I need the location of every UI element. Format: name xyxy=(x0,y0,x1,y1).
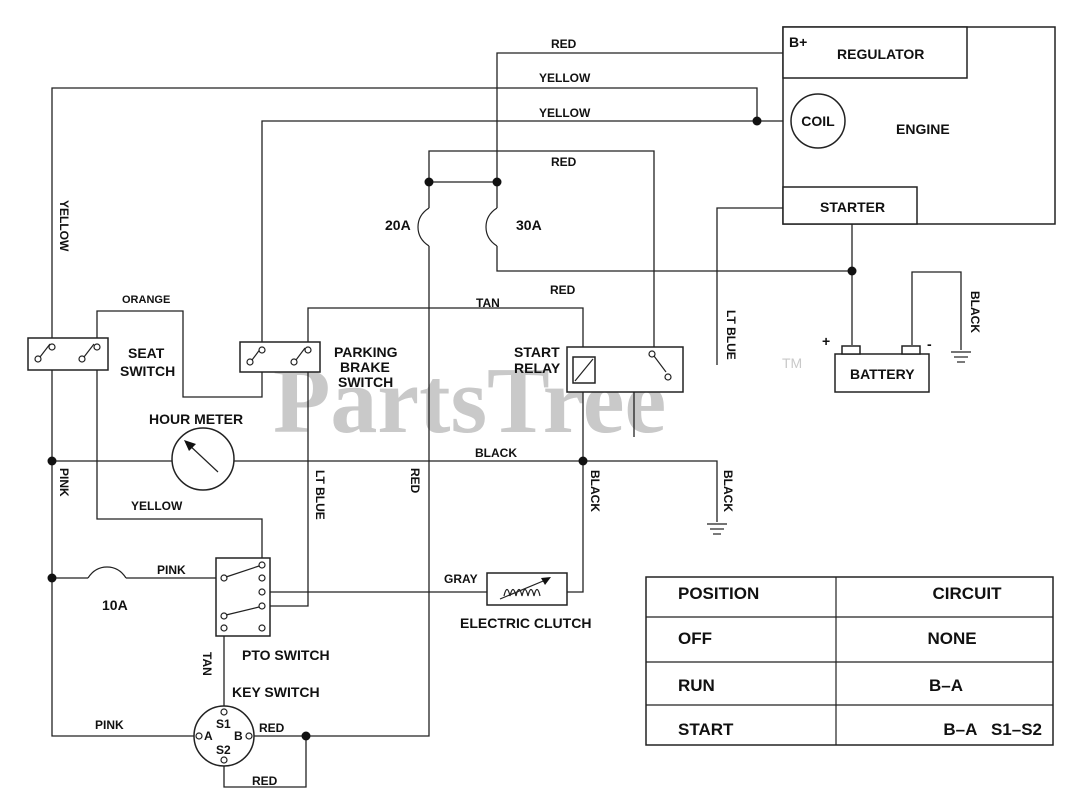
table-cell-start: START xyxy=(678,720,734,739)
key-terminal-s1: S1 xyxy=(216,717,231,731)
fuse-10a-label: 10A xyxy=(102,597,128,613)
wire-ltblue-starter xyxy=(716,207,783,365)
wire-label-red-top: RED xyxy=(551,37,577,51)
wire-pink-left xyxy=(51,370,196,737)
engine-bplus-label: B+ xyxy=(789,34,807,50)
wire-label-gray: GRAY xyxy=(444,572,478,586)
wire-label-black-right: BLACK xyxy=(968,291,982,333)
electric-clutch-label: ELECTRIC CLUTCH xyxy=(460,615,591,631)
engine-block xyxy=(782,26,1056,225)
wire-label-yellow-2: YELLOW xyxy=(539,106,591,120)
wire-label-red-2: RED xyxy=(551,155,577,169)
junction-dots xyxy=(47,116,857,741)
wire-label-red-relay: RED xyxy=(550,283,576,297)
wire-orange xyxy=(96,310,263,398)
wire-label-pink-fuse: PINK xyxy=(157,563,186,577)
parking-brake-label-3: SWITCH xyxy=(338,374,393,390)
engine-coil-label: COIL xyxy=(801,113,835,129)
wire-label-yellow-1: YELLOW xyxy=(539,71,591,85)
fuse-30a-label: 30A xyxy=(516,217,542,233)
table-cell-run-circuit: B–A xyxy=(929,676,963,695)
wire-tan-top xyxy=(307,307,584,347)
table-header-position: POSITION xyxy=(678,584,759,603)
wire-red-key-bottom xyxy=(223,736,307,788)
wire-label-red-vertical: RED xyxy=(408,468,422,494)
key-switch-table xyxy=(645,576,1054,746)
wire-label-ltblue-starter: LT BLUE xyxy=(724,310,738,360)
wire-yellow-seat-pto xyxy=(96,370,263,562)
parking-brake-label-1: PARKING xyxy=(334,344,398,360)
table-header-circuit: CIRCUIT xyxy=(933,584,1003,603)
seat-switch-label-1: SEAT xyxy=(128,345,165,361)
key-terminal-s2: S2 xyxy=(216,743,231,757)
engine-regulator-label: REGULATOR xyxy=(837,46,924,62)
start-relay-label-1: START xyxy=(514,344,560,360)
ground-chassis xyxy=(707,523,727,535)
battery-plus: + xyxy=(822,333,830,349)
battery-minus: - xyxy=(927,336,932,352)
pto-switch-label: PTO SWITCH xyxy=(242,647,330,663)
fuse-20a-label: 20A xyxy=(385,217,411,233)
ground-battery xyxy=(951,351,971,363)
parking-brake-label-2: BRAKE xyxy=(340,359,390,375)
wire-label-red-key-bottom: RED xyxy=(252,774,278,788)
wire-label-pink-key: PINK xyxy=(95,718,124,732)
start-relay-symbol xyxy=(566,346,684,393)
pto-switch-symbol xyxy=(215,557,271,637)
wire-label-tan-key: TAN xyxy=(200,652,214,676)
parking-brake-switch-symbol xyxy=(239,341,321,373)
table-cell-start-circuit: B–A S1–S2 xyxy=(943,720,1042,739)
battery-label: BATTERY xyxy=(850,366,915,382)
wire-label-orange: ORANGE xyxy=(122,294,170,306)
wire-label-yellow-left: YELLOW xyxy=(57,200,71,252)
wire-label-tan-top: TAN xyxy=(476,296,500,310)
wire-red-relay-contact xyxy=(428,150,655,348)
key-terminal-b: B xyxy=(234,729,243,743)
wire-yellow-coil xyxy=(261,120,790,342)
wire-ltblue-pto xyxy=(262,372,309,607)
fuse-20a-symbol xyxy=(417,207,430,247)
wire-label-black-ground: BLACK xyxy=(721,470,735,512)
wire-battery-neg xyxy=(911,271,962,350)
table-cell-run: RUN xyxy=(678,676,715,695)
fuse-30a-symbol xyxy=(485,207,498,247)
key-terminal-a: A xyxy=(204,729,213,743)
seat-switch-symbol xyxy=(27,337,109,371)
seat-switch-label-2: SWITCH xyxy=(120,363,175,379)
wire-label-ltblue-pto: LT BLUE xyxy=(313,470,327,520)
wire-yellow-left xyxy=(51,87,758,338)
engine-starter-label: STARTER xyxy=(820,199,885,215)
table-cell-off: OFF xyxy=(678,629,712,648)
wire-label-pink-left: PINK xyxy=(57,468,71,497)
wire-label-yellow-seat: YELLOW xyxy=(131,499,183,513)
key-switch-label: KEY SWITCH xyxy=(232,684,320,700)
fuse-10a-symbol xyxy=(87,566,127,579)
wire-label-red-key-b: RED xyxy=(259,721,285,735)
key-switch-symbol xyxy=(193,705,255,767)
wire-black-bus xyxy=(52,460,718,522)
wire-label-black-mid: BLACK xyxy=(475,446,517,460)
wire-red-bplus xyxy=(496,52,783,182)
electric-clutch-symbol xyxy=(486,572,568,606)
start-relay-label-2: RELAY xyxy=(514,360,561,376)
watermark-tm: TM xyxy=(782,355,802,371)
battery-symbol xyxy=(834,345,930,393)
hour-meter-symbol xyxy=(171,427,235,491)
wire-label-black-relay: BLACK xyxy=(588,470,602,512)
table-cell-none: NONE xyxy=(927,629,976,648)
hour-meter-label: HOUR METER xyxy=(149,411,243,427)
engine-title: ENGINE xyxy=(896,121,950,137)
